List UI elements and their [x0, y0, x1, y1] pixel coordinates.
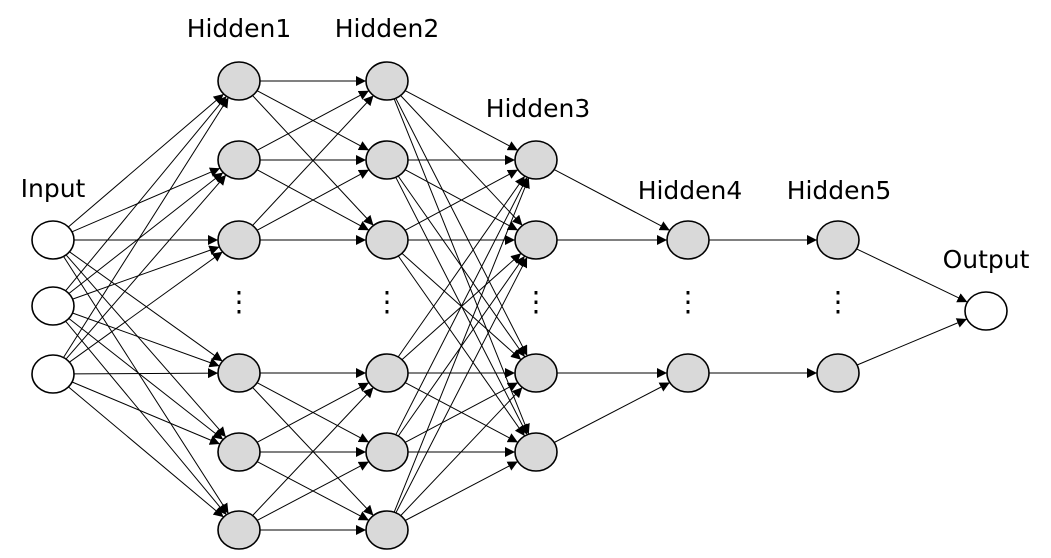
edge-input-1-to-hidden1-6 [63, 256, 229, 514]
edge-input-2-to-hidden1-5 [68, 318, 224, 440]
connections [63, 76, 968, 535]
label-hidden2: Hidden2 [335, 14, 440, 43]
edge-hidden2-6-to-hidden3-3 [400, 387, 523, 516]
edge-hidden1-6-to-hidden2-4 [252, 387, 374, 516]
hidden3-node-3 [514, 353, 558, 393]
ellipsis-hidden4: ⋮ [674, 285, 702, 318]
input-node-3 [31, 354, 75, 394]
hidden1-node-4 [217, 353, 261, 393]
label-hidden4: Hidden4 [638, 176, 743, 205]
edge-input-3-to-hidden1-2 [65, 174, 227, 360]
hidden1-node-5 [217, 432, 261, 472]
output-node-1 [964, 291, 1008, 331]
edge-hidden1-3-to-hidden2-1 [252, 95, 374, 226]
edge-hidden2-5-to-hidden3-1 [395, 177, 528, 435]
hidden1-node-2 [217, 140, 261, 180]
hidden2-node-3 [365, 220, 409, 260]
hidden3-node-1 [514, 140, 558, 180]
hidden4-node-1 [666, 220, 710, 260]
edge-input-2-to-hidden1-1 [65, 95, 227, 292]
neurons [31, 61, 1008, 550]
hidden5-node-2 [816, 353, 860, 393]
ellipsis-hidden5: ⋮ [824, 285, 852, 318]
edge-input-1-to-hidden1-5 [65, 254, 227, 438]
hidden1-node-3 [217, 220, 261, 260]
edge-hidden2-1-to-hidden3-3 [395, 98, 528, 356]
hidden2-node-4 [365, 353, 409, 393]
hidden2-node-1 [365, 61, 409, 101]
edge-input-2-to-hidden1-6 [65, 320, 227, 516]
input-node-2 [31, 286, 75, 326]
hidden4-node-2 [666, 353, 710, 393]
edge-input-2-to-hidden1-3 [72, 245, 220, 300]
ellipsis-hidden2: ⋮ [373, 285, 401, 318]
hidden1-node-1 [217, 61, 261, 101]
edge-hidden2-4-to-hidden3-1 [397, 175, 526, 358]
edge-hidden2-3-to-hidden3-1 [404, 169, 519, 231]
edge-hidden1-3-to-hidden2-2 [256, 169, 370, 231]
edge-hidden2-6-to-hidden3-1 [393, 177, 530, 513]
hidden3-node-4 [514, 432, 558, 472]
hidden2-node-5 [365, 432, 409, 472]
ellipsis-hidden1: ⋮ [225, 285, 253, 318]
edge-input-3-to-hidden1-4 [73, 368, 219, 379]
label-hidden5: Hidden5 [787, 176, 892, 205]
edge-input-3-to-hidden1-5 [71, 381, 221, 445]
label-output: Output [943, 245, 1030, 274]
label-hidden3: Hidden3 [486, 94, 591, 123]
edge-hidden2-1-to-hidden3-1 [404, 90, 519, 151]
hidden2-node-6 [365, 510, 409, 550]
edge-input-1-to-hidden1-2 [71, 167, 221, 233]
edge-input-2-to-hidden1-2 [68, 172, 224, 294]
input-node-1 [31, 220, 75, 260]
edge-hidden1-6-to-hidden2-5 [256, 461, 370, 521]
edge-input-1-to-hidden1-1 [67, 93, 225, 228]
label-input: Input [21, 174, 86, 203]
edge-input-2-to-hidden1-4 [72, 312, 220, 368]
edge-hidden3-4-to-hidden4-2 [553, 382, 671, 443]
edge-hidden3-1-to-hidden4-1 [553, 169, 671, 231]
edge-hidden1-5-to-hidden2-4 [256, 382, 370, 443]
label-hidden1: Hidden1 [187, 14, 292, 43]
edge-input-3-to-hidden1-3 [69, 251, 223, 363]
hidden1-node-6 [217, 510, 261, 550]
edge-hidden2-5-to-hidden3-3 [404, 382, 519, 443]
edge-hidden2-6-to-hidden3-2 [395, 256, 528, 514]
hidden5-node-1 [816, 220, 860, 260]
edge-hidden1-2-to-hidden2-1 [256, 90, 370, 151]
edge-hidden5-1-to-output-1 [856, 248, 968, 303]
ellipsis-hidden3: ⋮ [522, 285, 550, 318]
hidden2-node-2 [365, 140, 409, 180]
edge-hidden5-2-to-output-1 [856, 318, 968, 366]
edge-hidden2-6-to-hidden3-4 [404, 461, 519, 521]
edge-input-3-to-hidden1-6 [68, 386, 224, 518]
edge-input-3-to-hidden1-1 [63, 97, 229, 358]
hidden3-node-2 [514, 220, 558, 260]
